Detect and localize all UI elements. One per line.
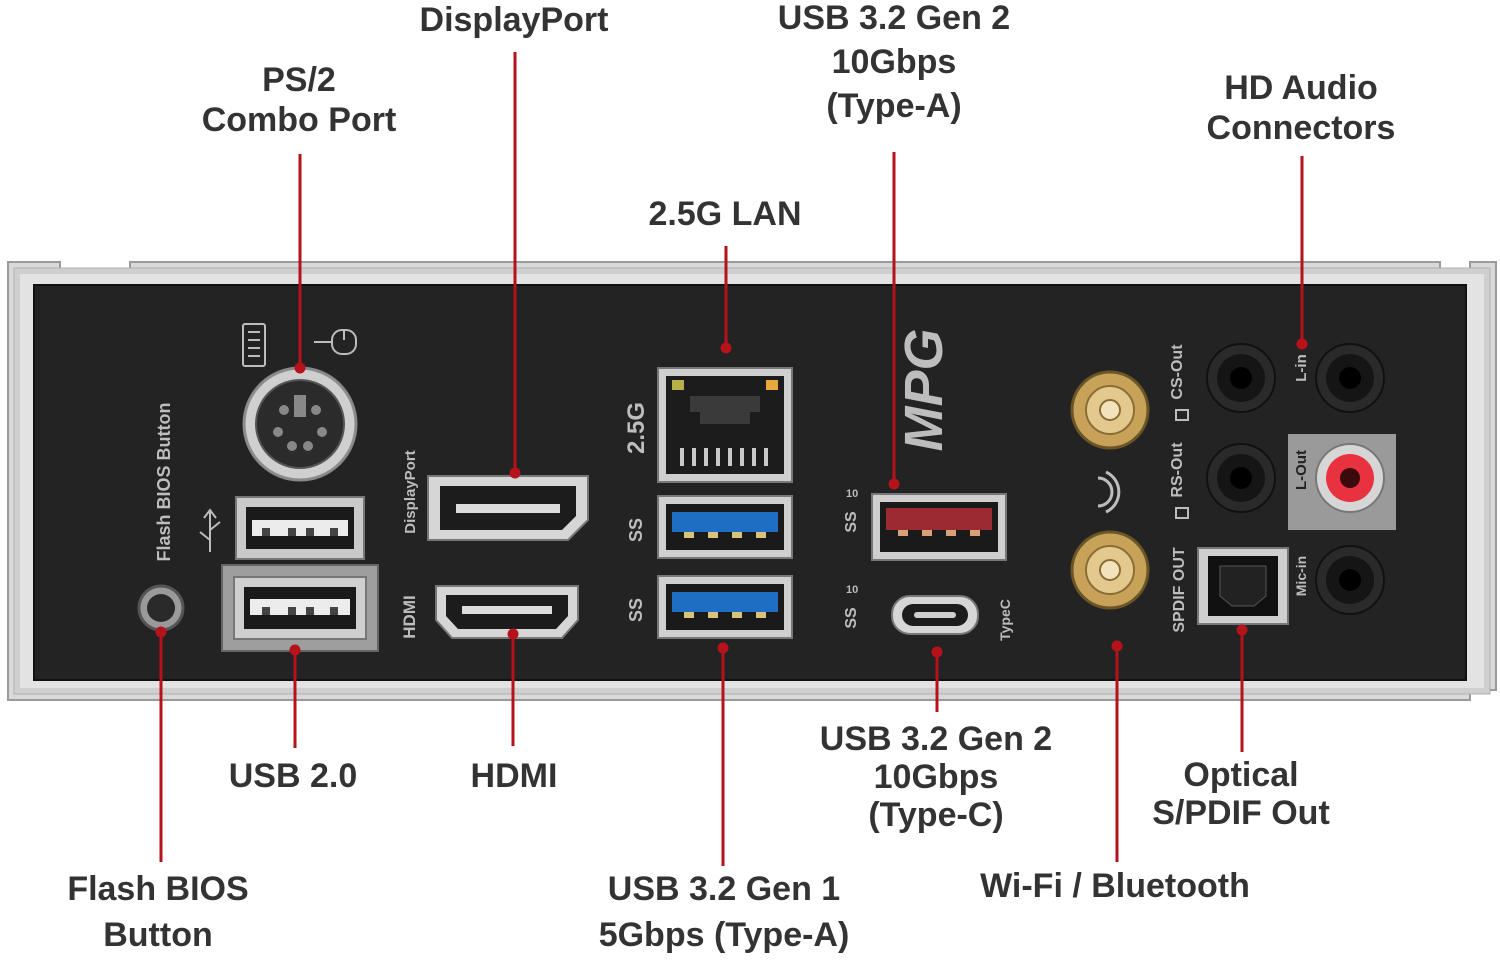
callout-line-text: Combo Port bbox=[201, 101, 397, 139]
callout-line-text: USB 3.2 Gen 2 bbox=[777, 0, 1011, 37]
ps2-combo-port bbox=[242, 366, 358, 482]
usb-typec-port bbox=[891, 595, 979, 635]
usb-2-icon bbox=[199, 508, 221, 552]
audio-jack-cs-out bbox=[1206, 343, 1276, 413]
rs-out-label: RS-Out bbox=[1169, 442, 1186, 498]
callout-wifi-bluetooth: Wi-Fi / Bluetooth bbox=[980, 866, 1250, 906]
lan-2-5g-port bbox=[657, 367, 793, 483]
callout-line-text: USB 2.0 bbox=[228, 757, 358, 795]
callout-line-text: PS/2 bbox=[262, 61, 336, 99]
callout-flash-bios: Flash BIOS Button bbox=[67, 866, 248, 958]
callout-line-text: Button bbox=[103, 916, 213, 954]
ss10-number-typea: 10 bbox=[846, 488, 858, 500]
callout-line-text: 5Gbps (Type-A) bbox=[598, 916, 850, 954]
callout-line-text: USB 3.2 Gen 2 bbox=[819, 720, 1053, 758]
usb-3-2-gen1-port-bottom bbox=[657, 575, 793, 639]
displayport-panel-label: DisplayPort bbox=[402, 450, 419, 533]
callout-hdmi: HDMI bbox=[471, 756, 558, 796]
hdmi-panel-label: HDMI bbox=[400, 595, 419, 638]
optical-spdif-port bbox=[1197, 547, 1289, 625]
callout-usb-3-2-gen2-typea: USB 3.2 Gen 2 10Gbps (Type-A) bbox=[778, 0, 1010, 128]
callout-line-text: S/PDIF Out bbox=[1152, 794, 1330, 832]
usb-2-port-bottom bbox=[221, 564, 379, 652]
displayport-port bbox=[427, 475, 589, 541]
mouse-icon bbox=[314, 329, 357, 355]
ss10-label-typec: SS bbox=[843, 607, 860, 629]
ss-usb-label-bottom: SS bbox=[626, 598, 646, 622]
callout-line-text: Flash BIOS bbox=[67, 870, 249, 908]
callout-line-text: Wi-Fi / Bluetooth bbox=[980, 867, 1250, 905]
speaker-icons bbox=[1175, 409, 1189, 519]
spdif-out-label: SPDIF OUT bbox=[1171, 547, 1188, 633]
lan-speed-label: 2.5G bbox=[623, 402, 650, 454]
wifi-antenna-connector-top bbox=[1070, 370, 1150, 450]
callout-2-5g-lan: 2.5G LAN bbox=[648, 194, 801, 234]
audio-jack-line-in bbox=[1315, 343, 1385, 413]
flash-bios-panel-label: Flash BIOS Button bbox=[154, 403, 174, 562]
callout-line-text: HD Audio bbox=[1224, 69, 1378, 107]
line-in-label: L-in bbox=[1293, 354, 1310, 382]
callout-line-text: (Type-C) bbox=[868, 796, 1004, 834]
hdmi-port bbox=[435, 585, 579, 639]
brand-mark: MPG bbox=[894, 328, 954, 451]
typec-panel-label: TypeC bbox=[997, 599, 1013, 641]
cs-out-label: CS-Out bbox=[1169, 344, 1186, 400]
callout-usb-2-0: USB 2.0 bbox=[229, 756, 358, 796]
usb-3-2-gen2-typea-port bbox=[871, 493, 1007, 561]
mic-in-label: Mic-in bbox=[1293, 556, 1309, 596]
callout-lines bbox=[155, 52, 1308, 866]
callout-line-text: (Type-A) bbox=[826, 87, 962, 125]
audio-jack-line-out bbox=[1315, 443, 1385, 513]
line-out-label: L-Out bbox=[1293, 450, 1310, 490]
callout-line-text: USB 3.2 Gen 1 bbox=[607, 870, 841, 908]
callout-usb-3-2-gen1: USB 3.2 Gen 1 5Gbps (Type-A) bbox=[599, 866, 850, 958]
audio-jack-rs-out bbox=[1206, 443, 1276, 513]
callout-line-text: 2.5G LAN bbox=[648, 195, 802, 233]
usb-3-2-gen1-port-top bbox=[657, 495, 793, 559]
callout-line-text: Connectors bbox=[1206, 109, 1396, 147]
keyboard-icon bbox=[242, 323, 266, 367]
wifi-6-icon bbox=[1097, 470, 1121, 514]
ss10-number-typec: 10 bbox=[846, 584, 858, 596]
callout-line-text: 10Gbps bbox=[873, 758, 999, 796]
ss10-label-typea: SS bbox=[843, 511, 860, 533]
ss-usb-label-top: SS bbox=[626, 518, 646, 542]
usb-2-port-top bbox=[235, 496, 365, 560]
callout-displayport: DisplayPort bbox=[420, 0, 609, 40]
callout-line-text: Optical bbox=[1183, 756, 1299, 794]
audio-jack-mic-in bbox=[1315, 545, 1385, 615]
callout-line-text: DisplayPort bbox=[419, 1, 609, 39]
callout-line-text: 10Gbps bbox=[831, 43, 957, 81]
callout-line-text: HDMI bbox=[470, 757, 558, 795]
flash-bios-button[interactable] bbox=[137, 584, 185, 632]
wifi-antenna-connector-bottom bbox=[1070, 530, 1150, 610]
